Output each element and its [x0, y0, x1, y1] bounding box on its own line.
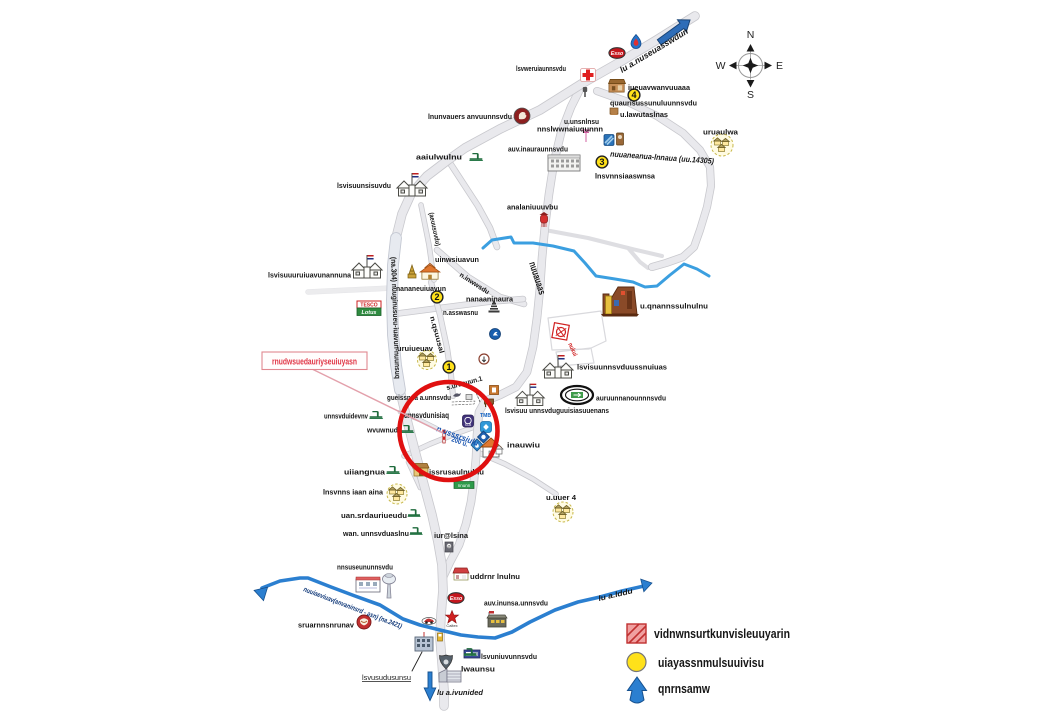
svg-text:iur@lsina: iur@lsina — [434, 531, 469, 540]
svg-text:N: N — [747, 29, 755, 41]
svg-text:analaniuuuvbu: analaniuuuvbu — [507, 203, 558, 212]
svg-text:uruaulwa: uruaulwa — [703, 128, 739, 137]
svg-text:S: S — [747, 89, 754, 101]
svg-text:lnunvauers anvuunnsvdu: lnunvauers anvuunnsvdu — [428, 112, 512, 121]
svg-text:Esso: Esso — [450, 596, 463, 602]
svg-text:lsvisuunsisuvdu: lsvisuunsisuvdu — [337, 181, 391, 190]
svg-text:E: E — [776, 60, 783, 72]
svg-text:uinwsiuavun: uinwsiuavun — [435, 255, 479, 264]
svg-text:Lotus: Lotus — [362, 310, 377, 316]
svg-text:issrusaulnulnu: issrusaulnulnu — [429, 468, 484, 477]
svg-text:aaiulwulnu: aaiulwulnu — [416, 153, 462, 162]
svg-text:Caltex: Caltex — [446, 623, 457, 628]
svg-text:lsvisuu unnsvduguuisiasuuenans: lsvisuu unnsvduguuisiasuuenans — [505, 406, 609, 415]
svg-text:quaurisussunuluunnsvdu: quaurisussunuluunnsvdu — [610, 99, 697, 108]
svg-text:lnsvnnsiaaswnsa: lnsvnnsiaaswnsa — [595, 172, 656, 181]
svg-text:uiayassnmulsuuivisu: uiayassnmulsuuivisu — [658, 655, 764, 670]
svg-text:nanaaninaura: nanaaninaura — [466, 295, 514, 304]
svg-text:auruunnanounnnsvdu: auruunnanounnnsvdu — [596, 394, 666, 403]
svg-text:u.unsnlnsu: u.unsnlnsu — [564, 117, 599, 126]
svg-text:u.uuer 4: u.uuer 4 — [546, 493, 577, 502]
svg-text:inauwiu: inauwiu — [507, 441, 540, 450]
svg-text:SCB: SCB — [465, 423, 472, 427]
svg-text:auv.inunsa.unnsvdu: auv.inunsa.unnsvdu — [484, 599, 548, 608]
svg-text:vidnwnsurtkunvisleuuyarin: vidnwnsurtkunvisleuuyarin — [654, 626, 790, 641]
svg-text:rnudwsuedauriyseuiuyasn: rnudwsuedauriyseuiuyasn — [272, 357, 357, 367]
svg-text:gueissnna a.unnsvdu: gueissnna a.unnsvdu — [387, 395, 451, 402]
svg-text:TMB: TMB — [480, 413, 491, 419]
svg-text:lsvisuunnsvduussnuiuas: lsvisuunnsvduussnuiuas — [577, 363, 667, 372]
svg-text:lsvuniuvunnsvdu: lsvuniuvunnsvdu — [481, 652, 537, 661]
svg-text:Esso: Esso — [611, 51, 624, 57]
svg-text:W: W — [716, 60, 726, 72]
svg-text:@: @ — [447, 545, 451, 549]
svg-text:auv.inauraunnsvdu: auv.inauraunnsvdu — [508, 145, 568, 154]
svg-text:lsvusudusunsu: lsvusudusunsu — [362, 673, 411, 682]
svg-text:wan. unnsvduaslnu: wan. unnsvduaslnu — [342, 529, 409, 538]
svg-text:nnunn: nnunn — [458, 483, 471, 488]
svg-text:3: 3 — [599, 157, 604, 167]
svg-text:TESCO: TESCO — [360, 303, 377, 309]
svg-text:lsvisuuuruiuavunannuna: lsvisuuuruiuavunannuna — [268, 271, 352, 280]
svg-text:lu a.ivunided: lu a.ivunided — [437, 688, 483, 697]
svg-text:uruiueuav: uruiueuav — [397, 344, 434, 353]
svg-text:wvuwnudu: wvuwnudu — [366, 426, 402, 435]
svg-text:uddrnr lnulnu: uddrnr lnulnu — [470, 572, 520, 581]
svg-text:4: 4 — [631, 90, 636, 100]
svg-text:lwaunsu: lwaunsu — [461, 665, 495, 674]
svg-text:1: 1 — [446, 362, 451, 372]
svg-text:iueuavwanvuuaaa: iueuavwanvuuaaa — [628, 83, 691, 92]
svg-text:2: 2 — [434, 292, 439, 302]
svg-text:nnsuseununnsvdu: nnsuseununnsvdu — [337, 563, 393, 572]
svg-text:unnsvduidevnv: unnsvduidevnv — [324, 412, 369, 421]
svg-text:nnslwwnaiuqunnn: nnslwwnaiuqunnn — [537, 125, 603, 134]
svg-text:(na.304) nuuginusueu-iuavun-nu: (na.304) nuuginusueu-iuavun-nuunsuq — [389, 257, 402, 380]
svg-text:sruarnnsnrunav: sruarnnsnrunav — [298, 621, 355, 630]
svg-text:lsvweruiaunnsvdu: lsvweruiaunnsvdu — [516, 64, 566, 73]
svg-text:uan.srdauriueudu: uan.srdauriueudu — [341, 511, 407, 520]
svg-text:u.lawutaslnas: u.lawutaslnas — [620, 110, 668, 119]
svg-text:uiiangnua: uiiangnua — [344, 468, 386, 477]
svg-text:u.qnannssulnulnu: u.qnannssulnulnu — [640, 302, 708, 311]
svg-text:lnsvnns iaan aina: lnsvnns iaan aina — [323, 488, 384, 497]
svg-text:n.asswasnu: n.asswasnu — [443, 310, 478, 317]
svg-text:unnsvdunisiaq: unnsvdunisiaq — [404, 411, 449, 420]
svg-text:nananeuiuavun: nananeuiuavun — [396, 284, 446, 293]
svg-text:qnrnsamw: qnrnsamw — [658, 681, 711, 696]
